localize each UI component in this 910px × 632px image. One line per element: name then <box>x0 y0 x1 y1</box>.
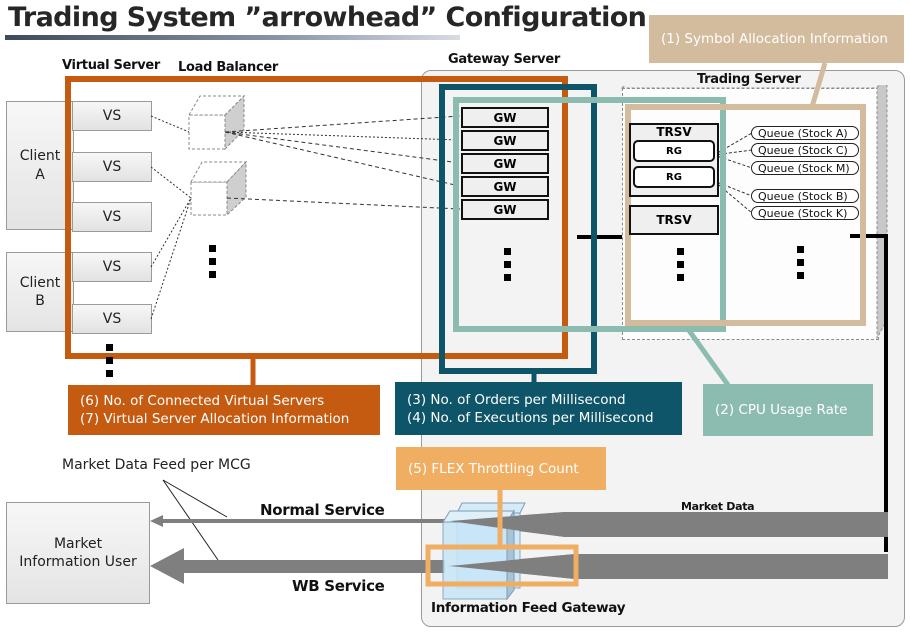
callout-4-text: (4) No. of Executions per Millisecond <box>407 409 654 426</box>
client-b-letter: B <box>35 293 45 309</box>
load-balancer-header: Load Balancer <box>178 60 279 75</box>
rg-box: RG <box>633 140 715 162</box>
market-data-feed-label: Market Data Feed per MCG <box>62 457 251 473</box>
client-a-label: Client <box>19 148 61 165</box>
trading-server-process: TRSV RG RG <box>629 123 719 197</box>
title-underline <box>5 35 460 40</box>
callout-3-text: (3) No. of Orders per Millisecond <box>407 391 626 408</box>
trsv-label: TRSV <box>656 125 692 139</box>
virtual-server-box: VS <box>72 304 152 334</box>
client-b-label: Client <box>19 274 61 291</box>
gateway-box: GW <box>461 153 549 174</box>
callout-5-text: (5) FLEX Throttling Count <box>408 460 579 477</box>
virtual-server-box: VS <box>72 152 152 182</box>
market-information-user-line1: Market <box>53 535 103 552</box>
vs-group-frame <box>65 76 568 359</box>
callout-virtual-servers: (6) No. of Connected Virtual Servers (7)… <box>68 385 380 435</box>
callout-orders-executions: (3) No. of Orders per Millisecond (4) No… <box>395 382 682 435</box>
queue-item: Queue (Stock M) <box>751 161 859 175</box>
trading-server-header: Trading Server <box>697 72 801 87</box>
callout-2-text: (2) CPU Usage Rate <box>715 402 848 418</box>
gateway-box: GW <box>461 130 549 151</box>
callout-7-text: (7) Virtual Server Allocation Informatio… <box>80 411 350 427</box>
trading-server-process: TRSV <box>629 205 719 235</box>
queue-item: Queue (Stock K) <box>751 206 859 220</box>
symbol-group-frame <box>625 104 866 326</box>
rg-box: RG <box>633 166 715 188</box>
virtual-server-box: VS <box>72 202 152 232</box>
queue-item: Queue (Stock A) <box>751 126 859 140</box>
queue-item: Queue (Stock B) <box>751 189 859 203</box>
gateway-server-header: Gateway Server <box>448 52 560 67</box>
queue-item: Queue (Stock C) <box>751 143 859 157</box>
diagram-title: Trading System ”arrowhead” Configuration <box>8 2 647 33</box>
load-balancer-cube <box>190 160 248 217</box>
callout-1-text: (1) Symbol Allocation Information <box>661 31 888 47</box>
information-feed-gateway-label: Information Feed Gateway <box>431 600 626 616</box>
virtual-server-box: VS <box>72 101 152 131</box>
callout-cpu-usage: (2) CPU Usage Rate <box>703 384 873 436</box>
market-data-label: Market Data <box>681 500 755 513</box>
load-balancer-cube <box>188 94 246 151</box>
normal-service-label: Normal Service <box>260 501 385 519</box>
client-a-letter: A <box>35 166 45 183</box>
virtual-server-header: Virtual Server <box>62 58 161 73</box>
callout-flex-throttling: (5) FLEX Throttling Count <box>396 447 606 490</box>
gateway-box: GW <box>461 176 549 197</box>
gateway-box: GW <box>461 107 549 128</box>
callout-symbol-allocation: (1) Symbol Allocation Information <box>649 15 904 63</box>
wb-service-label: WB Service <box>292 577 385 595</box>
market-information-user-line2: Information User <box>19 554 137 570</box>
virtual-server-box: VS <box>72 252 152 282</box>
gateway-group-frame <box>439 84 597 374</box>
cpu-group-frame <box>453 97 726 332</box>
callout-6-text: (6) No. of Connected Virtual Servers <box>80 393 325 409</box>
gateway-box: GW <box>461 199 549 220</box>
